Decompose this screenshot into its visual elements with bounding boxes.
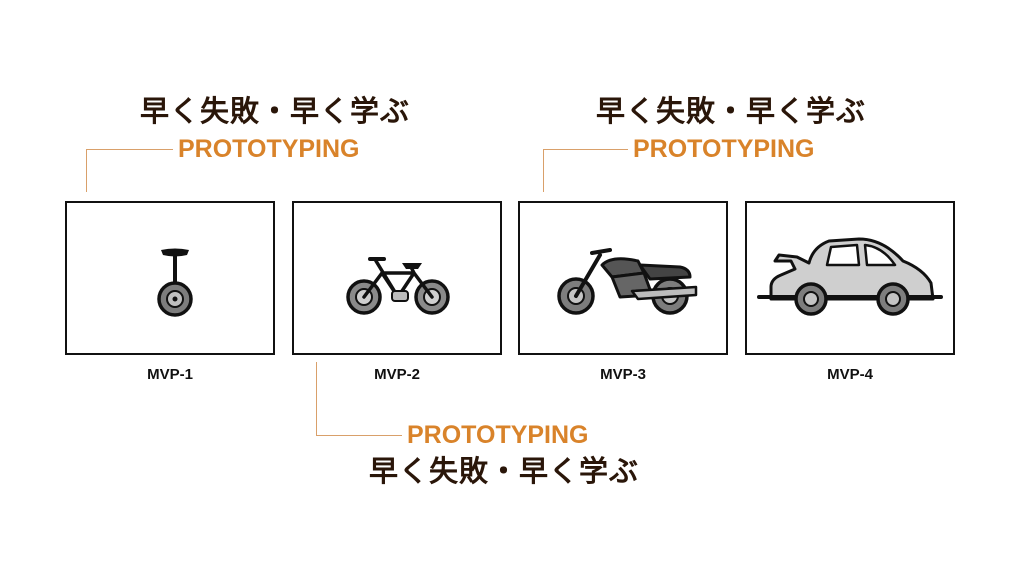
mvp-card-1: [65, 201, 275, 355]
annotation-1-prototyping: PROTOTYPING: [178, 135, 360, 163]
mvp-card-2: [292, 201, 502, 355]
annotation-3-japanese: 早く失敗・早く学ぶ: [369, 454, 640, 488]
annotation-2-prototyping: PROTOTYPING: [633, 135, 815, 163]
annotation-2-connector-horizontal: [543, 149, 628, 150]
mvp-label-1: MVP-1: [147, 366, 193, 383]
annotation-1-connector-horizontal: [86, 149, 173, 150]
annotation-2-connector-vertical: [543, 149, 544, 192]
annotation-3-connector-horizontal: [316, 435, 402, 436]
annotation-1-connector-vertical: [86, 149, 87, 192]
mvp-label-2: MVP-2: [374, 366, 420, 383]
mvp-card-3: [518, 201, 728, 355]
annotation-3-prototyping: PROTOTYPING: [407, 421, 589, 449]
unicycle-icon: [157, 248, 193, 317]
annotation-2-japanese: 早く失敗・早く学ぶ: [596, 94, 867, 128]
mvp-label-3: MVP-3: [600, 366, 646, 383]
motorcycle-icon: [557, 248, 698, 315]
annotation-1-japanese: 早く失敗・早く学ぶ: [140, 94, 411, 128]
mvp-card-4: [745, 201, 955, 355]
mvp-label-4: MVP-4: [827, 366, 873, 383]
annotation-3-connector-vertical: [316, 362, 317, 436]
bicycle-icon: [346, 257, 450, 315]
car-icon: [757, 237, 943, 316]
